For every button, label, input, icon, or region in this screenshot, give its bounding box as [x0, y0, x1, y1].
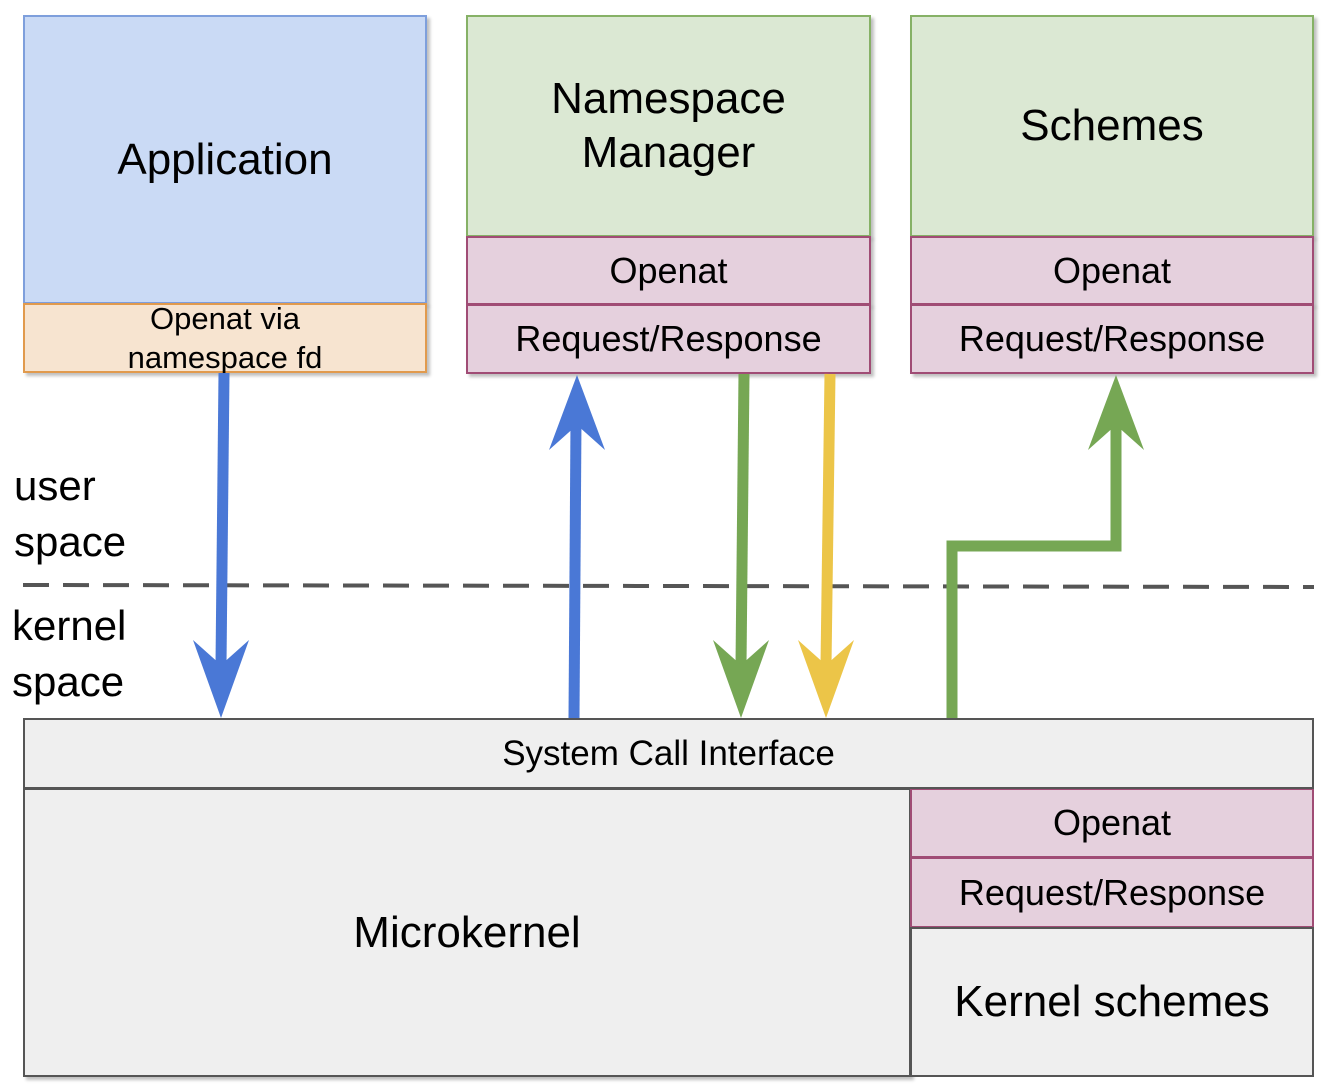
blue-up-arrow	[549, 375, 605, 719]
schemes-request-response: Request/Response	[910, 304, 1314, 374]
kernel-schemes-box: Kernel schemes	[910, 927, 1314, 1077]
kernel-openat-label: Openat	[1052, 802, 1172, 843]
schemes-openat-label: Openat	[1052, 249, 1172, 291]
green-elbow-arrow	[946, 375, 1144, 718]
kernel-request-response: Request/Response	[910, 857, 1314, 928]
namespace-manager-request-response-label: Request/Response	[515, 318, 822, 359]
microkernel-label: Microkernel	[353, 907, 581, 957]
user-space-line1: user	[14, 462, 96, 509]
user-space-label: user space	[14, 458, 126, 570]
namespace-manager-title-line2: Manager	[581, 128, 756, 177]
namespace-manager-box: Namespace Manager	[466, 15, 871, 237]
application-openat-line2: namespace fd	[127, 340, 323, 375]
schemes-request-response-label: Request/Response	[958, 318, 1266, 359]
namespace-manager-openat: Openat	[466, 236, 871, 305]
kernel-openat: Openat	[910, 788, 1314, 858]
schemes-box: Schemes	[910, 15, 1314, 237]
application-box: Application	[23, 15, 427, 304]
user-space-line2: space	[14, 518, 127, 565]
kernel-space-line1: kernel	[12, 602, 127, 649]
system-call-interface-label: System Call Interface	[502, 733, 835, 773]
namespace-manager-request-response: Request/Response	[466, 304, 871, 374]
schemes-title: Schemes	[1020, 101, 1204, 150]
green-down-arrow	[713, 373, 769, 718]
schemes-openat: Openat	[910, 236, 1314, 305]
yellow-down-arrow	[798, 373, 854, 718]
kernel-schemes-label: Kernel schemes	[954, 977, 1270, 1026]
user-kernel-divider	[22, 583, 1315, 589]
application-openat-line1: Openat via	[150, 301, 300, 336]
namespace-manager-title-line1: Namespace	[551, 74, 786, 123]
application-openat-box: Openat via namespace fd	[23, 301, 427, 375]
kernel-space-label: kernel space	[12, 598, 126, 710]
kernel-request-response-label: Request/Response	[958, 871, 1266, 913]
namespace-manager-openat-label: Openat	[609, 249, 728, 291]
application-title: Application	[117, 134, 333, 184]
system-call-interface-box: System Call Interface	[23, 718, 1314, 789]
kernel-space-line2: space	[12, 658, 125, 705]
microkernel-box: Microkernel	[23, 788, 911, 1077]
blue-down-arrow	[193, 372, 249, 718]
